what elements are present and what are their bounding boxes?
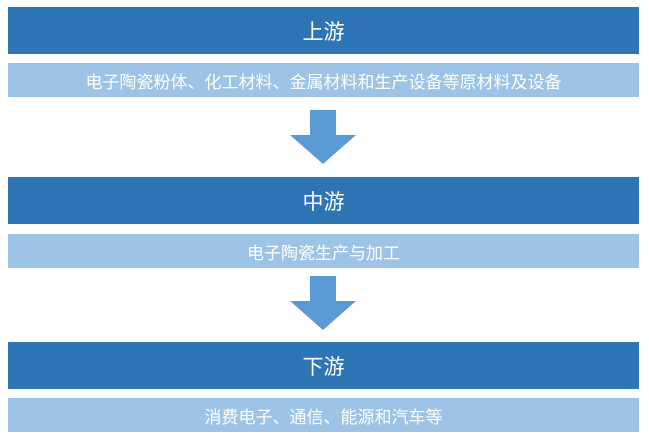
stage-upstream-header: 上游 bbox=[8, 7, 639, 54]
down-arrow-icon bbox=[290, 276, 356, 330]
stage-upstream-detail: 电子陶瓷粉体、化工材料、金属材料和生产设备等原材料及设备 bbox=[8, 63, 639, 97]
stage-downstream-title: 下游 bbox=[302, 354, 345, 379]
stage-downstream-detail: 消费电子、通信、能源和汽车等 bbox=[8, 398, 639, 432]
stage-midstream-header: 中游 bbox=[8, 177, 639, 224]
stage-upstream-title: 上游 bbox=[302, 19, 345, 44]
stage-downstream-header: 下游 bbox=[8, 342, 639, 389]
stage-upstream-detail-text: 电子陶瓷粉体、化工材料、金属材料和生产设备等原材料及设备 bbox=[85, 72, 562, 93]
down-arrow-icon bbox=[290, 110, 356, 164]
stage-midstream-title: 中游 bbox=[302, 189, 345, 214]
stage-midstream-detail-text: 电子陶瓷生产与加工 bbox=[247, 243, 400, 264]
stage-downstream-detail-text: 消费电子、通信、能源和汽车等 bbox=[204, 407, 443, 428]
stage-midstream-detail: 电子陶瓷生产与加工 bbox=[8, 234, 639, 268]
